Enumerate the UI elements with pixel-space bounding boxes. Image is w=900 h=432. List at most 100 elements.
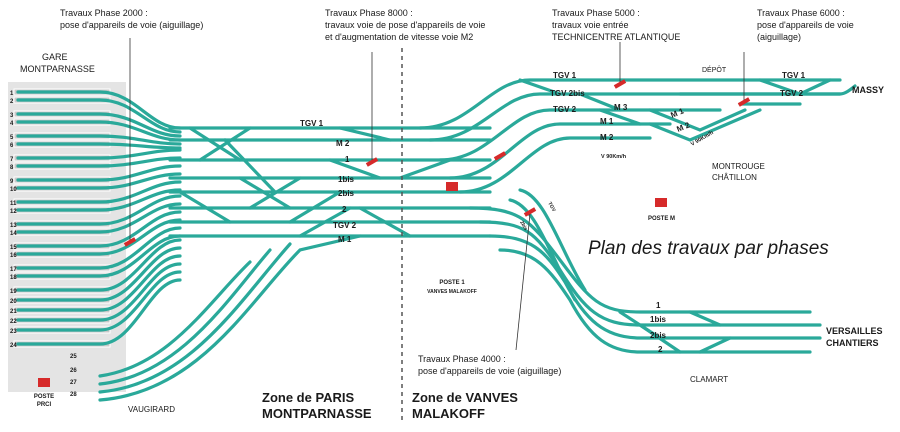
crossover — [698, 336, 732, 354]
platform-number: 9 — [10, 179, 14, 185]
poste-m-label: POSTE M — [648, 216, 675, 222]
track-label: M 2 — [600, 133, 614, 142]
crossover — [288, 190, 342, 224]
platform-number: 5 — [10, 135, 14, 141]
platform-number: 4 — [10, 121, 14, 127]
crossover — [688, 310, 722, 327]
platform-track — [16, 148, 182, 160]
crossover — [578, 92, 622, 112]
track-label: 1bis — [650, 315, 667, 324]
track-label: TGV 1 — [300, 119, 324, 128]
phase-description: (aiguillage) — [757, 32, 801, 42]
crossover — [358, 206, 412, 238]
vaugirard-track — [98, 248, 272, 386]
phase-description: pose d'appareils de voie — [757, 20, 854, 30]
phase-heading: Travaux Phase 8000 : — [325, 8, 413, 18]
crossover — [338, 126, 392, 142]
platform-number: 20 — [10, 299, 17, 305]
poste-prci-label: PRCI — [37, 402, 52, 408]
platform-track — [16, 278, 182, 346]
crossover — [598, 108, 642, 126]
track-label: TGV 1 — [553, 71, 577, 80]
track-label: 1 — [656, 301, 661, 310]
platform-track — [16, 270, 182, 332]
poste-1-label: POSTE 1 — [439, 280, 465, 286]
crossover — [238, 176, 292, 210]
track-massy — [678, 84, 857, 96]
crossover — [398, 158, 452, 180]
zone-vanves: Zone de VANVES — [412, 390, 518, 405]
zone-paris: MONTPARNASSE — [262, 406, 372, 421]
platform-track — [16, 98, 182, 134]
crossover — [178, 190, 232, 224]
platform-number: 1 — [10, 91, 14, 97]
crossover — [198, 126, 252, 162]
track-label: 2bis — [650, 331, 667, 340]
phase-2000-marker — [123, 237, 137, 247]
vaugirard-track — [98, 260, 252, 378]
diag-m1 — [648, 108, 747, 132]
phase-heading: Travaux Phase 5000 : — [552, 8, 640, 18]
track-branch — [518, 188, 587, 292]
platform-number: 8 — [10, 165, 14, 171]
platform-track — [16, 164, 182, 182]
crossover — [758, 78, 802, 96]
vaugirard-label: VAUGIRARD — [128, 405, 175, 414]
destination-versailles: VERSAILLES — [826, 326, 883, 336]
track-label: TGV 1 — [782, 71, 806, 80]
platform-track — [16, 262, 182, 322]
vaugirard-track-number: 27 — [70, 380, 77, 386]
vaugirard-track — [98, 242, 292, 394]
platform-number: 23 — [10, 329, 17, 335]
platform-track — [16, 210, 182, 248]
track-tgv2bis — [428, 92, 842, 142]
platform-number: 13 — [10, 223, 17, 229]
crossover — [298, 206, 352, 238]
platform-track — [16, 202, 182, 234]
crossover — [223, 138, 277, 194]
platform-number: 16 — [10, 253, 17, 259]
track-label: M 1 — [669, 106, 685, 120]
station-name: MONTPARNASSE — [20, 64, 95, 74]
track-clamart-2 — [498, 248, 812, 354]
track-label: 2bis — [518, 220, 528, 232]
leader-line — [515, 213, 531, 351]
track-label: TGV 2 — [553, 105, 577, 114]
platform-number: 21 — [10, 309, 17, 315]
phase-5000-marker — [613, 79, 627, 89]
work-markers — [38, 79, 751, 387]
vaugirard-track-number: 28 — [70, 392, 77, 398]
poste-1-box — [446, 182, 458, 191]
phase-description: travaux voie entrée — [552, 20, 629, 30]
platform-track — [16, 226, 182, 270]
platform-number: 14 — [10, 231, 17, 237]
zone-paris: Zone de PARIS — [262, 390, 355, 405]
phase-description: et d'augmentation de vitesse voie M2 — [325, 32, 473, 42]
depot-label: DÉPÔT — [702, 65, 727, 74]
phase-description: TECHNICENTRE ATLANTIQUE — [552, 32, 680, 42]
track-label: TGV 2 — [780, 89, 804, 98]
poste-1-label: VANVES MALAKOFF — [427, 289, 477, 295]
track-branch — [508, 198, 577, 302]
track-label: M 1 — [600, 117, 614, 126]
poste-prci-box — [38, 378, 50, 387]
track-label: 2 — [658, 345, 663, 354]
station-name: GARE — [42, 52, 68, 62]
phase-4000-marker — [523, 207, 537, 217]
track-clamart-1 — [468, 206, 812, 314]
platform-track — [16, 172, 182, 190]
phase-6000-marker — [737, 97, 751, 107]
platform-track — [16, 90, 182, 130]
platform-track — [16, 234, 182, 278]
track-label: 2bis — [338, 189, 355, 198]
track-label: 2 — [342, 205, 347, 214]
platform-track — [16, 134, 182, 146]
poste-prci-label: POSTE — [34, 394, 54, 400]
track-label: 1bis — [338, 175, 355, 184]
track-label: M 1 — [338, 235, 352, 244]
place-label: MONTROUGE — [712, 162, 765, 171]
destination-massy: MASSY — [852, 85, 884, 95]
track-m3 — [448, 122, 672, 180]
platform-track — [16, 194, 182, 226]
